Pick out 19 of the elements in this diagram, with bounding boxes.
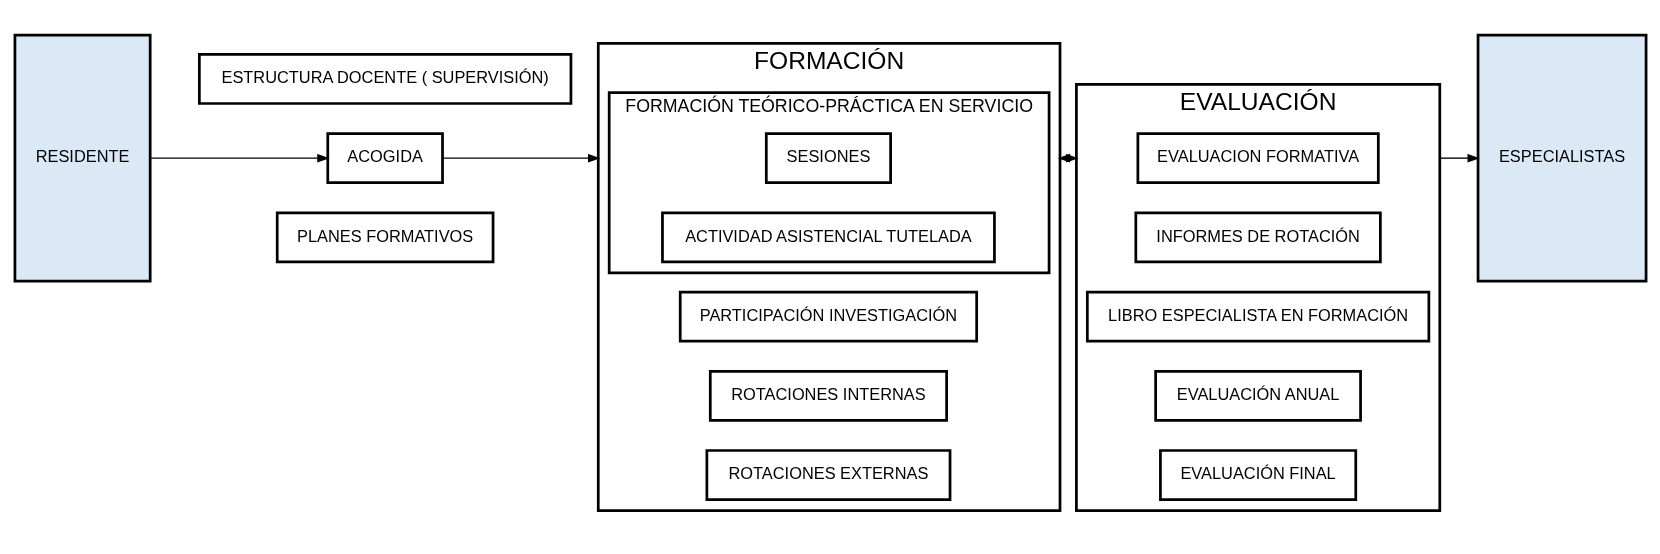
arrow bbox=[441, 153, 600, 163]
node-box: INFORMES DE ROTACIÓN bbox=[1133, 211, 1382, 264]
node-box: PLANES FORMATIVOS bbox=[275, 211, 494, 264]
arrow bbox=[149, 153, 330, 163]
node-box: ESTRUCTURA DOCENTE ( SUPERVISIÓN) bbox=[197, 52, 572, 105]
arrow bbox=[1057, 153, 1078, 163]
node-box: EVALUACIÓN ANUAL bbox=[1153, 369, 1362, 422]
node-box: ACOGIDA bbox=[325, 132, 444, 185]
arrow bbox=[1438, 153, 1480, 163]
node-box: EVALUACION FORMATIVA bbox=[1136, 132, 1380, 185]
node-box: LIBRO ESPECIALISTA EN FORMACIÓN bbox=[1085, 290, 1430, 343]
node-box: RESIDENTE bbox=[13, 33, 152, 283]
node-box: SESIONES bbox=[764, 132, 892, 185]
node-box: ROTACIONES EXTERNAS bbox=[705, 449, 951, 502]
node-box: EVALUACIÓN FINAL bbox=[1158, 449, 1357, 502]
node-box: ROTACIONES INTERNAS bbox=[708, 369, 948, 422]
node-box: PARTICIPACIÓN INVESTIGACIÓN bbox=[678, 290, 978, 343]
node-box: ACTIVIDAD ASISTENCIAL TUTELADA bbox=[660, 211, 996, 264]
node-box: ESPECIALISTAS bbox=[1476, 33, 1647, 283]
